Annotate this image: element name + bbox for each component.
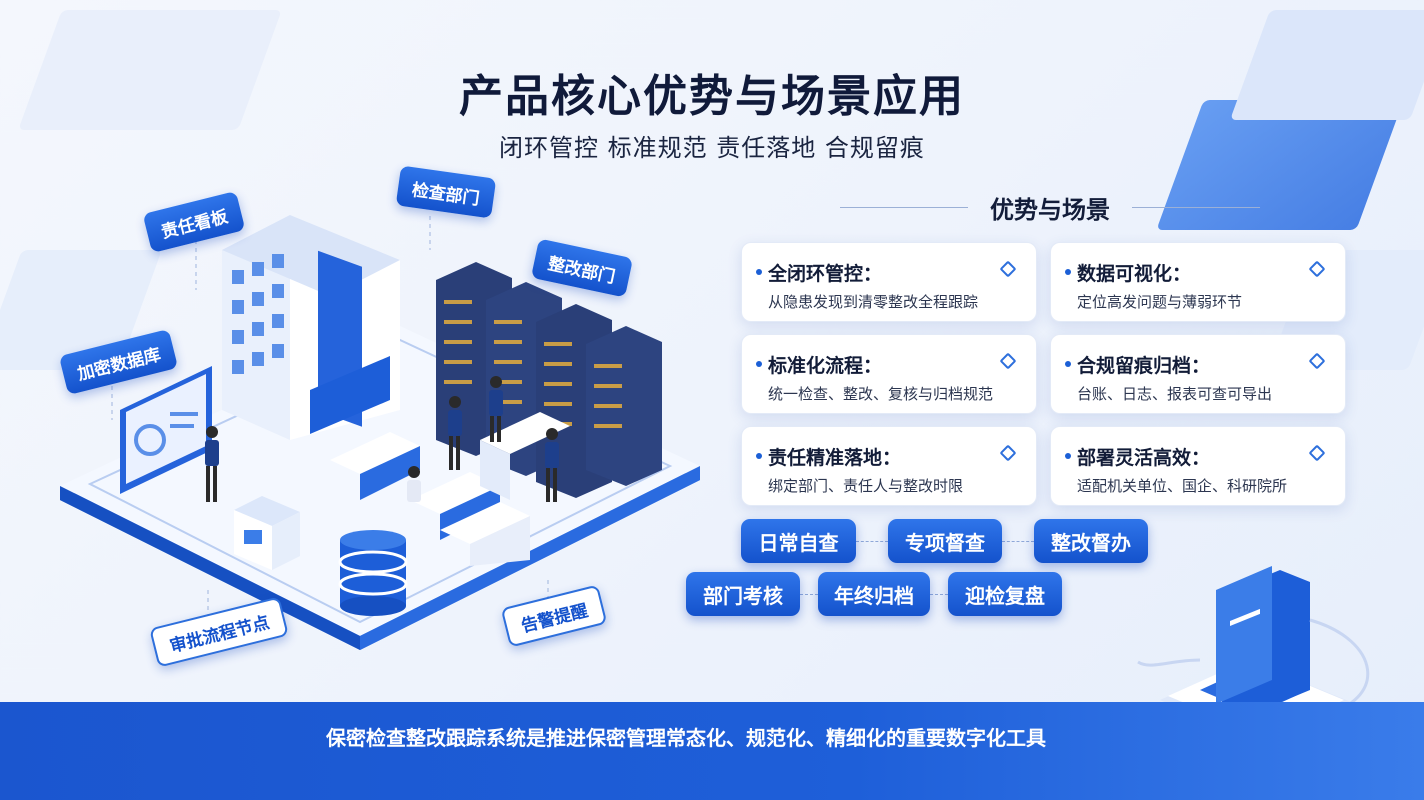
bullet-dot (1065, 269, 1071, 275)
bullet-dot (756, 453, 762, 459)
chip-connector (1002, 541, 1034, 542)
office-desks (330, 412, 570, 566)
diamond-icon (999, 352, 1017, 370)
scenario-chip-year-end-archive[interactable]: 年终归档 (818, 572, 930, 616)
database-cylinder (338, 530, 408, 616)
scenario-chip-rectification-supervision[interactable]: 整改督办 (1034, 519, 1148, 563)
diamond-icon (1308, 352, 1326, 370)
diamond-icon (1308, 444, 1326, 462)
bullet-dot (756, 269, 762, 275)
divider (1132, 206, 1260, 208)
diamond-icon (1308, 260, 1326, 278)
bullet-dot (1065, 453, 1071, 459)
card-title: 责任精准落地： (768, 447, 902, 469)
feature-card-compliance-archive: 合规留痕归档： 台账、日志、报表可查可导出 (1050, 334, 1346, 414)
feature-card-standard-process: 标准化流程： 统一检查、整改、复核与归档规范 (741, 334, 1037, 414)
diamond-icon (999, 444, 1017, 462)
office-building (222, 215, 400, 440)
card-title: 全闭环管控： (768, 263, 883, 285)
card-desc: 台账、日志、报表可查可导出 (1077, 385, 1273, 403)
card-desc: 定位高发问题与薄弱环节 (1077, 293, 1243, 311)
scenario-chip-dept-assessment[interactable]: 部门考核 (686, 572, 800, 616)
scenario-chip-daily-check[interactable]: 日常自查 (741, 519, 856, 563)
card-desc: 适配机关单位、国企、科研院所 (1077, 477, 1288, 495)
section-heading: 优势与场景 (840, 190, 1260, 224)
card-title: 部署灵活高效： (1077, 447, 1211, 469)
scenario-chip-special-inspection[interactable]: 专项督查 (888, 519, 1002, 563)
card-desc: 统一检查、整改、复核与归档规范 (768, 385, 994, 403)
section-heading-text: 优势与场景 (990, 195, 1110, 224)
chip-connector (856, 541, 888, 542)
bullet-dot (756, 361, 762, 367)
dashboard-monitor (120, 366, 212, 494)
bullet-dot (1065, 361, 1071, 367)
card-desc: 绑定部门、责任人与整改时限 (768, 477, 964, 495)
feature-card-deployment: 部署灵活高效： 适配机关单位、国企、科研院所 (1050, 426, 1346, 506)
card-desc: 从隐患发现到清零整改全程跟踪 (768, 293, 979, 311)
footer-text: 保密检查整改跟踪系统是推进保密管理常态化、规范化、精细化的重要数字化工具 (326, 726, 1046, 750)
staff-figures (205, 376, 559, 502)
card-title: 合规留痕归档： (1077, 355, 1211, 377)
small-server-box (234, 496, 300, 570)
card-title: 标准化流程： (768, 355, 883, 377)
feature-card-closed-loop: 全闭环管控： 从隐患发现到清零整改全程跟踪 (741, 242, 1037, 322)
divider (840, 206, 968, 208)
scenario-chip-inspection-review[interactable]: 迎检复盘 (948, 572, 1062, 616)
feature-card-responsibility: 责任精准落地： 绑定部门、责任人与整改时限 (741, 426, 1037, 506)
diamond-icon (999, 260, 1017, 278)
footer-banner (0, 702, 1424, 800)
page-subtitle: 闭环管控 标准规范 责任落地 合规留痕 (499, 134, 925, 162)
chip-connector (930, 594, 948, 595)
card-title: 数据可视化： (1077, 263, 1192, 285)
feature-card-visualization: 数据可视化： 定位高发问题与薄弱环节 (1050, 242, 1346, 322)
chip-connector (800, 594, 818, 595)
page-title: 产品核心优势与场景应用 (459, 71, 965, 122)
